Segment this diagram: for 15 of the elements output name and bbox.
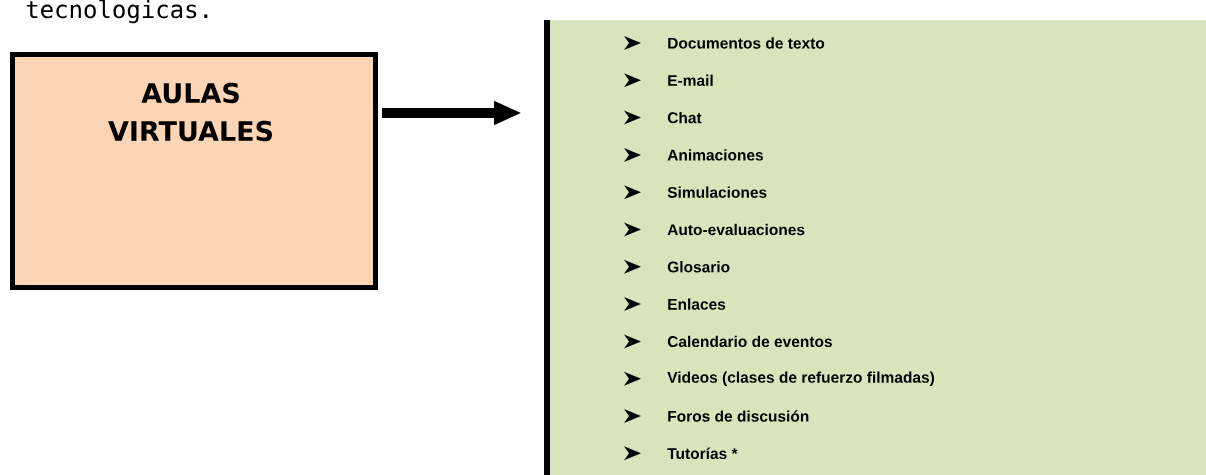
list-item: Auto-evaluaciones <box>667 223 805 236</box>
list-item: Tutorías * <box>667 447 738 460</box>
list-item: Glosario <box>667 261 730 273</box>
list-item: Calendario de eventos <box>667 335 832 348</box>
list-item: Documentos de texto <box>668 37 825 49</box>
list-item: Chat <box>667 111 702 124</box>
list-item: Animaciones <box>667 149 764 161</box>
list-item: Foros de discusión <box>668 410 809 422</box>
list-item: E-mail <box>668 74 713 86</box>
caption-text: tecnologicas. <box>26 0 208 24</box>
list-panel <box>544 20 1206 475</box>
title-box: AULAS VIRTUALES <box>10 52 378 290</box>
list-item: Simulaciones <box>667 186 767 198</box>
list-item: Videos (clases de refuerzo filmadas) <box>667 371 935 386</box>
list-item: Enlaces <box>668 298 726 310</box>
